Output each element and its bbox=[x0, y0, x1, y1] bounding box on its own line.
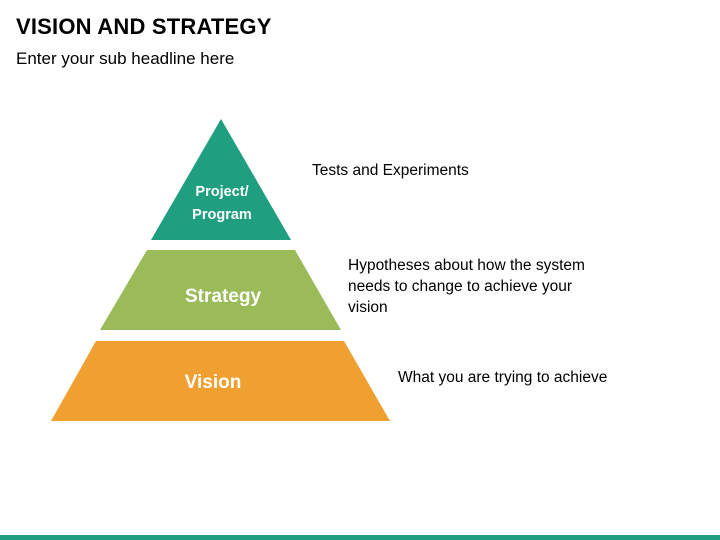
pyramid-tier-bottom bbox=[51, 341, 390, 421]
tier-bottom-label: Vision bbox=[185, 372, 242, 393]
footer-accent-bar bbox=[0, 535, 720, 540]
pyramid-tier-middle bbox=[100, 250, 341, 330]
pyramid-tier-top bbox=[151, 119, 291, 240]
tier-top-description: Tests and Experiments bbox=[312, 162, 469, 179]
page-subtitle: Enter your sub headline here bbox=[16, 49, 235, 68]
tier-top-label-line2: Program bbox=[192, 207, 252, 223]
tier-middle-label: Strategy bbox=[185, 286, 261, 307]
page-title: VISION AND STRATEGY bbox=[16, 14, 272, 39]
tier-middle-description: Hypotheses about how the system needs to… bbox=[348, 257, 585, 316]
tier-top-label-line1: Project/ bbox=[195, 184, 248, 200]
tier-bottom-description: What you are trying to achieve bbox=[398, 369, 608, 386]
